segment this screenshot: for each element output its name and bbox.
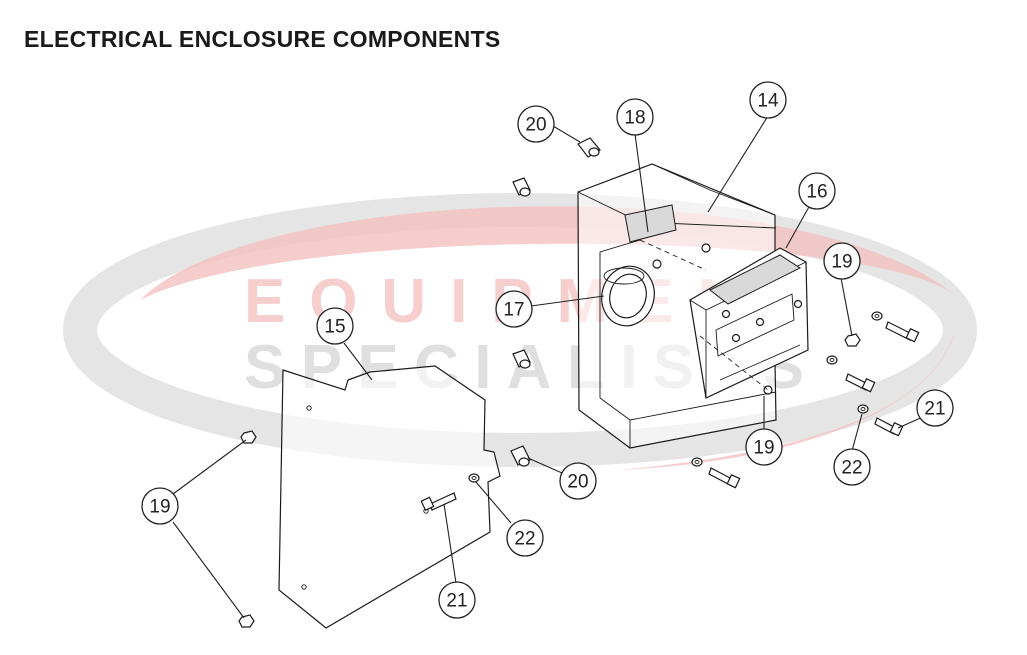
callout-19-right: 19: [823, 242, 861, 280]
bolt-part-21-bottom: [708, 467, 741, 489]
alignment-line-2: [699, 335, 769, 391]
spacer-part-20-bottom: [510, 445, 531, 467]
callout-22-plate: 22: [506, 519, 544, 557]
nut-part-19-right: [844, 333, 861, 347]
callout-15: 15: [316, 307, 354, 345]
callout-20-bottom: 20: [559, 462, 597, 500]
cover-plate-part-15: [278, 365, 501, 629]
bolt-part-21-right-mid: [845, 373, 876, 393]
leader-lines: [172, 115, 935, 619]
spacer-part-20-top: [577, 137, 601, 158]
callout-21-right: 21: [916, 389, 954, 427]
alignment-line-1: [639, 239, 707, 271]
callout-label: 20: [525, 115, 546, 136]
spacer-part-20-left: [512, 177, 531, 197]
callout-17: 17: [495, 290, 533, 328]
washer-part-22-right-mid: [826, 355, 838, 365]
spacer-part-20-mid: [512, 349, 531, 369]
washer-part-22-right-upper: [871, 311, 883, 321]
nut-part-19-left-upper: [240, 430, 257, 444]
callout-label: 17: [503, 300, 524, 321]
washer-part-22-right-lower: [857, 404, 869, 414]
watermark: EQUIPMENT SPECIALISTS: [63, 193, 977, 470]
callout-label: 19: [753, 438, 774, 459]
controller-module-part-16: [689, 247, 809, 399]
callout-label: 15: [324, 317, 345, 338]
page-title: ELECTRICAL ENCLOSURE COMPONENTS: [24, 26, 501, 52]
nut-part-19-left-lower: [238, 614, 255, 628]
callout-16: 16: [798, 172, 836, 210]
callout-label: 21: [924, 399, 945, 420]
callout-14: 14: [749, 81, 787, 119]
callout-22-right: 22: [833, 448, 871, 486]
callout-label: 16: [806, 182, 827, 203]
callout-label: 18: [624, 108, 645, 129]
callout-label: 20: [567, 472, 588, 493]
callout-label: 19: [831, 252, 852, 273]
callout-19-bottom: 19: [745, 428, 783, 466]
bolt-part-21-plate: [420, 492, 457, 512]
callout-label: 14: [757, 91, 779, 112]
washer-part-22-bottom: [691, 457, 703, 467]
washer-part-22-plate: [468, 473, 480, 483]
callout-label: 22: [841, 458, 862, 479]
callout-20-top: 20: [517, 105, 555, 143]
callout-21-plate: 21: [438, 581, 476, 619]
bolt-part-21-right-lower: [874, 417, 904, 437]
callout-label: 22: [514, 529, 535, 550]
callout-label: 19: [149, 497, 170, 518]
bolt-part-21-right-upper: [885, 321, 920, 343]
callout-19-left: 19: [141, 487, 179, 525]
callout-label: 21: [446, 591, 467, 612]
callout-18: 18: [616, 98, 654, 136]
